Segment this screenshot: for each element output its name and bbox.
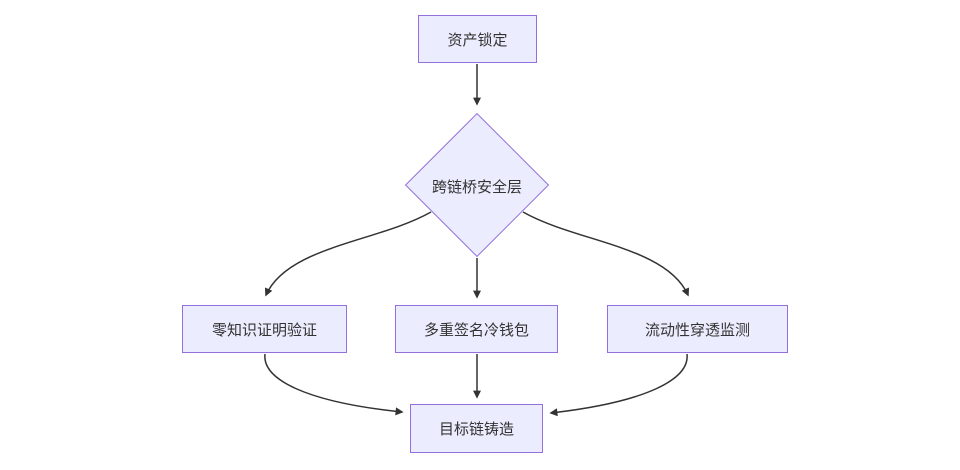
edge-bridge-to-liquidity (522, 211, 690, 297)
node-asset-lock: 资产锁定 (418, 15, 537, 63)
node-liquidity-monitoring: 流动性穿透监测 (607, 305, 788, 353)
node-liquidity-monitoring-label: 流动性穿透监测 (644, 320, 750, 339)
node-bridge-security-layer-label: 跨链桥安全层 (431, 178, 522, 196)
node-target-chain-mint-label: 目标链铸造 (438, 420, 514, 438)
node-asset-lock-label: 资产锁定 (447, 30, 508, 49)
node-zk-proof-verification-label: 零知识证明验证 (211, 320, 317, 339)
edge-zkproof-to-target (264, 353, 404, 416)
edge-bridge-to-zkproof (264, 211, 432, 297)
edge-liquidity-to-target (549, 353, 688, 417)
node-zk-proof-verification: 零知识证明验证 (182, 305, 347, 353)
node-target-chain-mint: 目标链铸造 (410, 404, 543, 453)
node-multisig-cold-wallet-label: 多重签名冷钱包 (423, 320, 529, 339)
node-multisig-cold-wallet: 多重签名冷钱包 (395, 305, 558, 353)
